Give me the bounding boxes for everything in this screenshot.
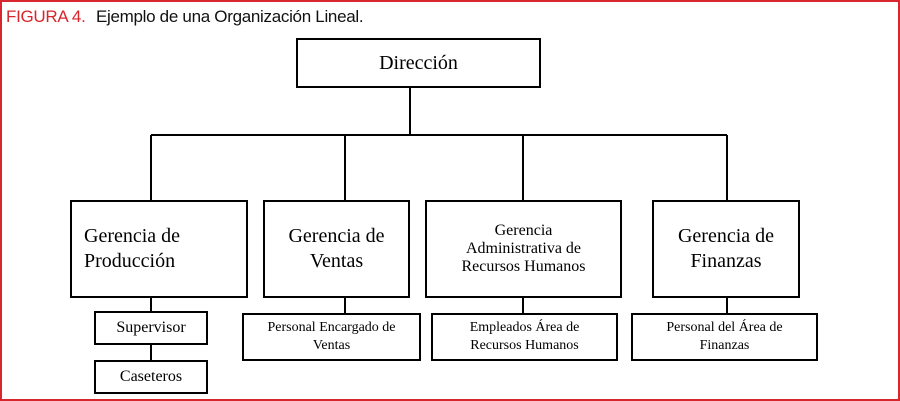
node-personal-finanzas-label: Personal del Área de Finanzas (666, 320, 783, 353)
node-gerencia-finanzas-label: Gerencia de Finanzas (677, 225, 775, 272)
node-gerencia-produccion-label: Gerencia de Producción (84, 225, 181, 272)
node-supervisor: Supervisor (94, 311, 208, 345)
node-empleados-rrhh-label: Empleados Área de Recursos Humanos (469, 320, 580, 353)
node-gerencia-rrhh: Gerencia Administrativa de Recursos Huma… (425, 200, 622, 298)
node-supervisor-label: Supervisor (116, 319, 186, 336)
node-gerencia-ventas: Gerencia de Ventas (263, 200, 410, 298)
figure-caption: FIGURA 4. Ejemplo de una Organización Li… (6, 6, 364, 28)
node-direccion: Dirección (296, 38, 541, 88)
node-personal-finanzas: Personal del Área de Finanzas (631, 313, 818, 361)
node-empleados-rrhh: Empleados Área de Recursos Humanos (431, 313, 618, 361)
figure-label: FIGURA 4. (6, 7, 86, 26)
node-caseteros-label: Caseteros (119, 368, 183, 385)
node-gerencia-finanzas: Gerencia de Finanzas (652, 200, 800, 298)
figure-title: Ejemplo de una Organización Lineal. (95, 7, 364, 26)
node-caseteros: Caseteros (94, 360, 208, 394)
node-direccion-label: Dirección (379, 51, 458, 74)
node-personal-ventas-label: Personal Encargado de Ventas (267, 320, 396, 353)
node-gerencia-rrhh-label: Gerencia Administrativa de Recursos Huma… (461, 222, 586, 275)
node-personal-ventas: Personal Encargado de Ventas (242, 313, 421, 361)
node-gerencia-produccion: Gerencia de Producción (70, 200, 248, 298)
node-gerencia-ventas-label: Gerencia de Ventas (288, 225, 385, 272)
